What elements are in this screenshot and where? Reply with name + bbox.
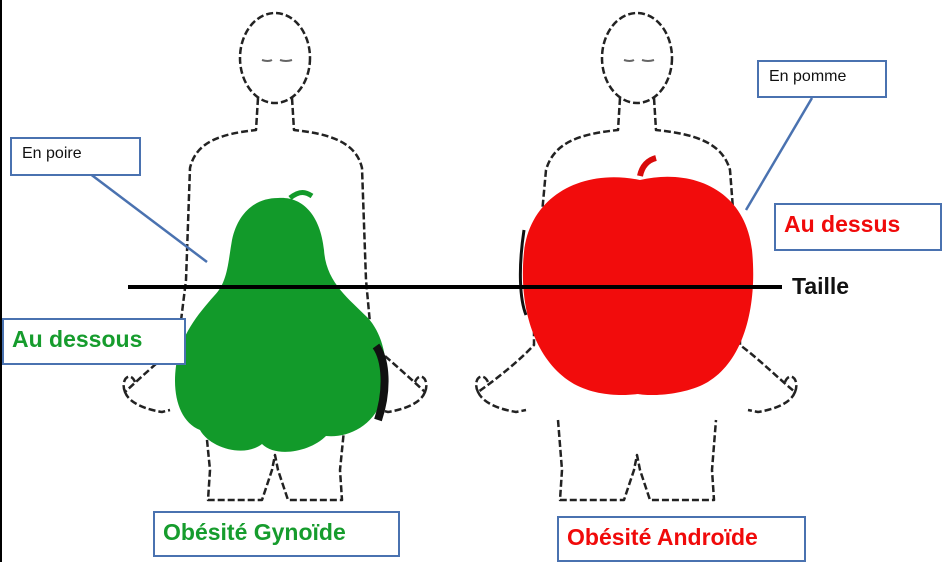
left-face-icon [262, 60, 292, 61]
below-label: Au dessous [2, 318, 186, 365]
pear-callout-box: En poire [10, 137, 141, 176]
gynoid-label: Obésité Gynoïde [153, 511, 400, 557]
above-label: Au dessus [774, 203, 942, 251]
apple-callout-arrow [746, 98, 812, 210]
right-face-icon [624, 60, 654, 61]
apple-shape-icon [520, 158, 753, 395]
waist-label: Taille [792, 273, 849, 300]
apple-callout-box: En pomme [757, 60, 887, 98]
pear-shape-icon [175, 193, 386, 452]
android-label: Obésité Androïde [557, 516, 806, 562]
